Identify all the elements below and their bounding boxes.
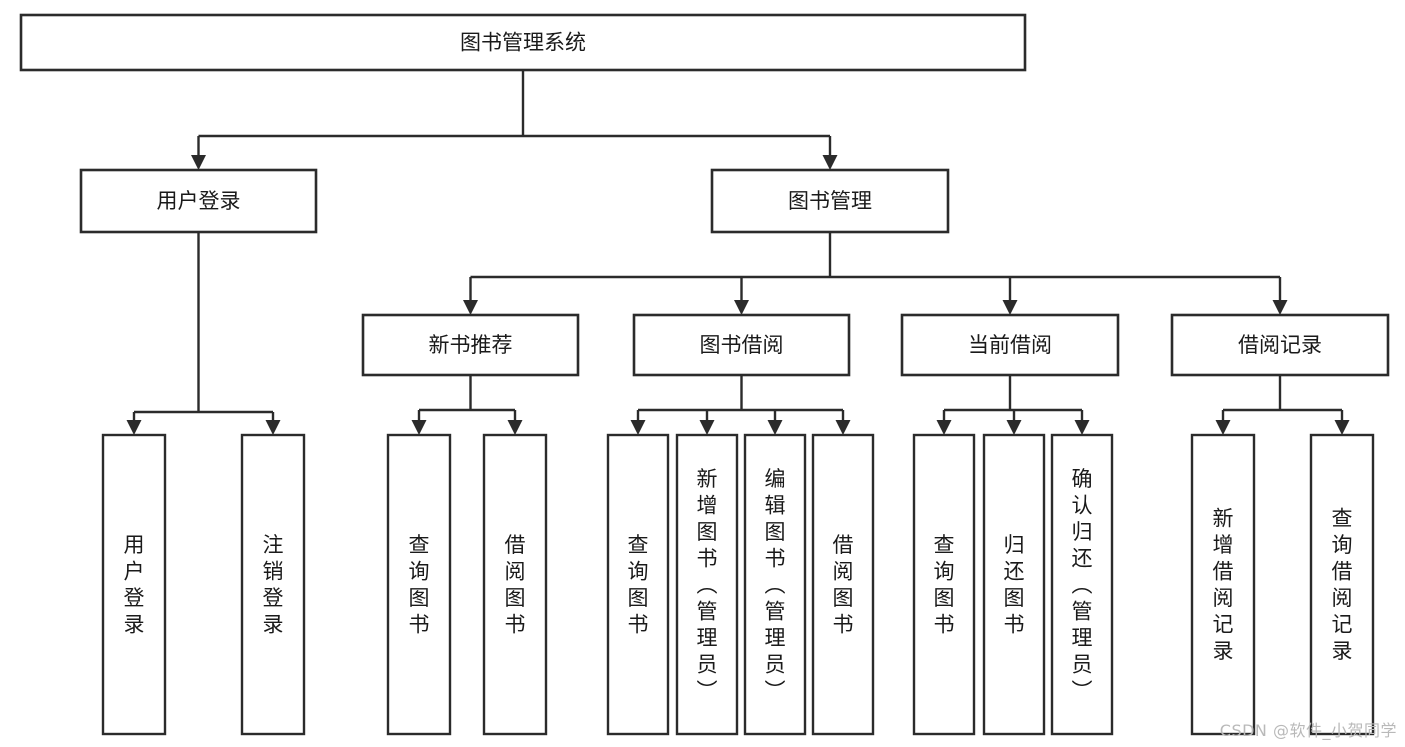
nodes-layer: 图书管理系统用户登录用户登录注销登录图书管理新书推荐查询图书借阅图书图书借阅查询… bbox=[19, 13, 1390, 736]
node-br-add-record[interactable]: 新增借阅记录 bbox=[1190, 433, 1256, 736]
node-box-nbr-borrow-book bbox=[482, 433, 548, 736]
node-bb-borrow-book[interactable]: 借阅图书 bbox=[811, 433, 875, 736]
node-cb-confirm-return[interactable]: 确认归还︵管理员︶ bbox=[1050, 433, 1114, 736]
node-box-user-login bbox=[79, 168, 318, 234]
node-book-borrow[interactable]: 图书借阅 bbox=[632, 313, 851, 377]
node-label-bb-query-book: 查询图书 bbox=[628, 533, 649, 637]
arrow-head-icon bbox=[1272, 300, 1288, 315]
node-label-nbr-query-book: 查询图书 bbox=[409, 533, 430, 637]
node-label-new-book-recommend: 新书推荐 bbox=[429, 333, 513, 357]
arrow-head-icon bbox=[1215, 420, 1231, 435]
node-box-cb-confirm-return bbox=[1050, 433, 1114, 736]
node-cb-return-book[interactable]: 归还图书 bbox=[982, 433, 1046, 736]
node-cb-query-book[interactable]: 查询图书 bbox=[912, 433, 976, 736]
arrow-head-icon bbox=[1006, 420, 1022, 435]
node-box-book-borrow bbox=[632, 313, 851, 377]
arrow-head-icon bbox=[936, 420, 952, 435]
node-box-bb-edit-book bbox=[743, 433, 807, 736]
node-label-cb-return-book: 归还图书 bbox=[1004, 533, 1025, 637]
node-label-cb-query-book: 查询图书 bbox=[934, 533, 955, 637]
node-label-root: 图书管理系统 bbox=[460, 31, 586, 55]
node-label-nbr-borrow-book: 借阅图书 bbox=[505, 533, 526, 637]
node-label-br-query-record: 查询借阅记录 bbox=[1332, 507, 1353, 664]
arrow-head-icon bbox=[191, 155, 206, 170]
node-box-bb-query-book bbox=[606, 433, 670, 736]
node-box-cb-return-book bbox=[982, 433, 1046, 736]
node-box-user-logout bbox=[240, 433, 306, 736]
arrow-head-icon bbox=[699, 420, 715, 435]
arrow-head-icon bbox=[630, 420, 646, 435]
node-nbr-query-book[interactable]: 查询图书 bbox=[386, 433, 452, 736]
node-label-book-manage: 图书管理 bbox=[788, 189, 872, 213]
node-label-br-add-record: 新增借阅记录 bbox=[1213, 507, 1234, 664]
arrow-head-icon bbox=[822, 155, 838, 170]
arrow-head-icon bbox=[1074, 420, 1090, 435]
arrow-head-icon bbox=[265, 420, 281, 435]
node-label-user-login-do: 用户登录 bbox=[124, 533, 145, 637]
arrow-head-icon bbox=[734, 300, 749, 315]
node-user-login-do[interactable]: 用户登录 bbox=[101, 433, 167, 736]
node-label-bb-add-book: 新增图书︵管理员︶ bbox=[697, 467, 718, 703]
node-box-nbr-query-book bbox=[386, 433, 452, 736]
node-root[interactable]: 图书管理系统 bbox=[19, 13, 1027, 72]
arrow-head-icon bbox=[767, 420, 783, 435]
arrow-head-icon bbox=[411, 420, 427, 435]
node-label-borrow-record: 借阅记录 bbox=[1238, 333, 1322, 357]
arrow-head-icon bbox=[835, 420, 851, 435]
node-box-br-query-record bbox=[1309, 433, 1375, 736]
node-label-book-borrow: 图书借阅 bbox=[700, 333, 784, 357]
node-label-current-borrow: 当前借阅 bbox=[968, 333, 1052, 357]
node-book-manage[interactable]: 图书管理 bbox=[710, 168, 950, 234]
node-box-borrow-record bbox=[1170, 313, 1390, 377]
node-label-cb-confirm-return: 确认归还︵管理员︶ bbox=[1072, 467, 1093, 703]
node-user-login[interactable]: 用户登录 bbox=[79, 168, 318, 234]
node-box-br-add-record bbox=[1190, 433, 1256, 736]
arrow-head-icon bbox=[126, 420, 142, 435]
node-current-borrow[interactable]: 当前借阅 bbox=[900, 313, 1120, 377]
node-box-bb-borrow-book bbox=[811, 433, 875, 736]
arrow-head-icon bbox=[507, 420, 523, 435]
watermark-label: CSDN @软件_小贺同学 bbox=[1219, 721, 1397, 740]
node-bb-edit-book[interactable]: 编辑图书︵管理员︶ bbox=[743, 433, 807, 736]
arrow-head-icon bbox=[1334, 420, 1350, 435]
edges-layer bbox=[126, 70, 1350, 435]
node-label-bb-borrow-book: 借阅图书 bbox=[833, 533, 854, 637]
node-nbr-borrow-book[interactable]: 借阅图书 bbox=[482, 433, 548, 736]
node-label-user-logout: 注销登录 bbox=[263, 533, 284, 637]
node-box-cb-query-book bbox=[912, 433, 976, 736]
node-user-logout[interactable]: 注销登录 bbox=[240, 433, 306, 736]
node-box-user-login-do bbox=[101, 433, 167, 736]
arrow-head-icon bbox=[1002, 300, 1018, 315]
node-box-bb-add-book bbox=[675, 433, 739, 736]
node-box-current-borrow bbox=[900, 313, 1120, 377]
node-bb-add-book[interactable]: 新增图书︵管理员︶ bbox=[675, 433, 739, 736]
node-new-book-recommend[interactable]: 新书推荐 bbox=[361, 313, 580, 377]
arrow-head-icon bbox=[463, 300, 478, 315]
node-borrow-record[interactable]: 借阅记录 bbox=[1170, 313, 1390, 377]
node-br-query-record[interactable]: 查询借阅记录 bbox=[1309, 433, 1375, 736]
node-label-user-login: 用户登录 bbox=[157, 189, 241, 213]
node-box-book-manage bbox=[710, 168, 950, 234]
node-bb-query-book[interactable]: 查询图书 bbox=[606, 433, 670, 736]
node-box-root bbox=[19, 13, 1027, 72]
node-box-new-book-recommend bbox=[361, 313, 580, 377]
node-label-bb-edit-book: 编辑图书︵管理员︶ bbox=[765, 467, 786, 703]
